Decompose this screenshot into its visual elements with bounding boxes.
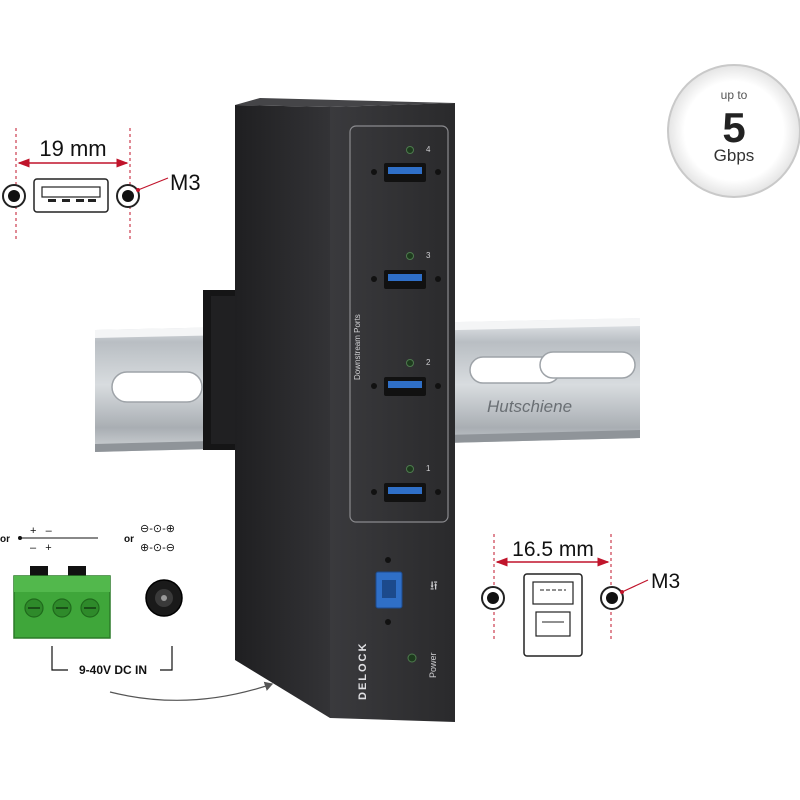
brand-logo: DELOCK (357, 642, 369, 700)
screw-size-label: M3 (170, 170, 201, 195)
bracket-line (51, 646, 68, 671)
dimension-label: 16.5 mm (512, 538, 594, 561)
power-indicator: Power (407, 652, 438, 678)
pointer-arrow (109, 681, 274, 701)
hub-side-panel (235, 105, 330, 718)
led-indicator (406, 465, 414, 473)
screw-hole (385, 557, 391, 563)
barrel-polarity-bottom: ⊕-⊙-⊖ (140, 542, 175, 554)
port-number: 4 (426, 145, 431, 154)
callout-line (137, 177, 169, 191)
usb3-upstream-port[interactable]: ⭿ (375, 557, 438, 625)
led-indicator (406, 146, 414, 154)
usb-b-dimension-detail: 16.5 mm M3 (481, 534, 680, 657)
screw-hole (371, 169, 377, 175)
port-number: 1 (426, 464, 431, 473)
screw-hole (371, 383, 377, 389)
usb3-port-1[interactable]: 1 (371, 464, 441, 502)
port-number: 3 (426, 251, 431, 260)
badge-line-3: Gbps (714, 146, 755, 165)
callout-line (621, 579, 649, 593)
led-indicator (406, 252, 414, 260)
usb-hub: Downstream Ports 4 3 2 (235, 98, 455, 722)
bracket-line (160, 646, 173, 671)
hub-front-panel (330, 103, 455, 722)
power-label: Power (428, 652, 438, 678)
badge-line-1: up to (721, 88, 748, 102)
polarity-top: + – (30, 525, 53, 537)
downstream-label: Downstream Ports (353, 314, 362, 380)
usb3-port-2[interactable]: 2 (371, 358, 441, 396)
barrel-polarity-top: ⊖-⊙-⊕ (140, 523, 175, 535)
rail-slot (539, 351, 636, 379)
power-input-detail: or + – – + or ⊖-⊙-⊕ ⊕-⊙-⊖ (0, 523, 274, 701)
polarity-bottom: – + (30, 542, 52, 554)
screw-hole (385, 619, 391, 625)
screw-size-label: M3 (651, 570, 680, 593)
usb-a-outline-icon (33, 178, 109, 213)
rail-slot (111, 371, 203, 403)
screw-hole (435, 169, 441, 175)
screw-hole (435, 276, 441, 282)
screw-hole (435, 489, 441, 495)
or-label: or (0, 534, 10, 545)
usb3-port-4[interactable]: 4 (371, 145, 441, 182)
dc-input-label: 9-40V DC IN (79, 663, 147, 677)
port-number: 2 (426, 358, 431, 367)
speed-badge: up to 5 Gbps (667, 64, 800, 198)
usb-a-dimension-detail: 19 mm M3 (2, 128, 201, 240)
screw-hole (435, 383, 441, 389)
rail-label: Hutschiene (487, 397, 572, 416)
usb-symbol-icon: ⭿ (430, 579, 438, 593)
screw-hole (371, 489, 377, 495)
led-indicator (406, 359, 414, 367)
screw-hole (371, 276, 377, 282)
power-led (407, 653, 417, 663)
dc-barrel-jack-icon (145, 579, 183, 617)
usb3-port-3[interactable]: 3 (371, 251, 441, 289)
downstream-port-frame (349, 125, 449, 523)
terminal-block-icon (13, 566, 111, 639)
hub-top-edge (235, 98, 455, 107)
dimension-label: 19 mm (39, 136, 106, 161)
badge-line-2: 5 (722, 104, 745, 151)
or-label: or (124, 534, 134, 545)
